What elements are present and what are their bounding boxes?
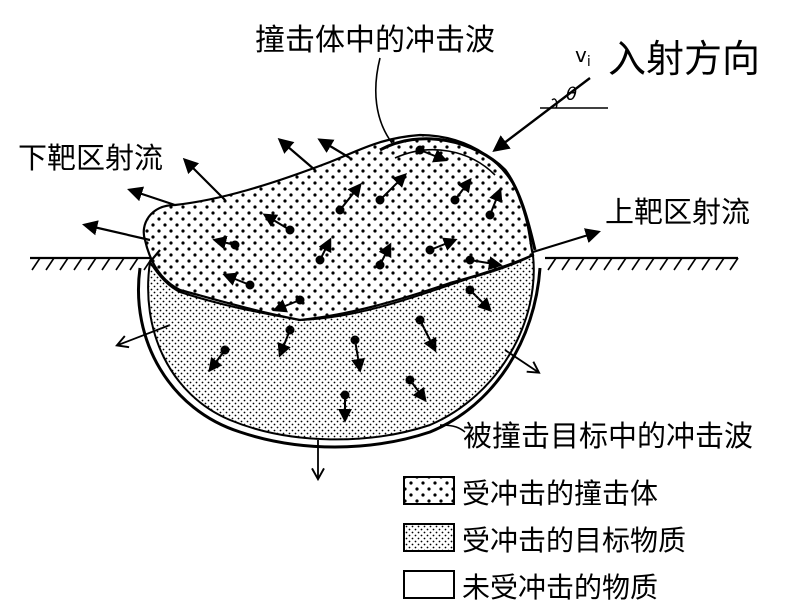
target-shock-front <box>137 267 542 449</box>
particle-arrow <box>429 237 458 251</box>
velocity-label: vi <box>575 43 591 70</box>
particle-arrow <box>222 272 251 286</box>
ground-hatch <box>659 257 669 271</box>
legend-label-target: 受冲击的目标物质 <box>462 524 686 557</box>
target-outflow-arrows <box>115 324 541 482</box>
ground-hatch <box>645 257 655 271</box>
projectile-shock-front <box>379 137 537 251</box>
ground-hatch <box>45 257 55 271</box>
ground-hatch <box>575 257 585 271</box>
particle-arrow <box>277 329 291 358</box>
ground-hatch <box>701 257 711 271</box>
particle-arrow <box>454 177 472 201</box>
particle-arrow <box>378 242 392 266</box>
angle-label: θ <box>566 84 577 105</box>
ground-hatch <box>673 257 683 271</box>
particle-arrow <box>272 299 301 313</box>
ground-hatch <box>603 257 613 271</box>
legend-swatch-target <box>403 523 455 552</box>
jet-arrows <box>81 137 601 263</box>
particle-arrow <box>419 319 437 353</box>
particle-arrow <box>318 237 332 261</box>
legend-swatch-unshocked <box>403 570 455 599</box>
ground-hatch <box>729 257 739 271</box>
ground-hatch <box>31 257 41 271</box>
particle-arrow <box>419 149 448 163</box>
particle-velocity-arrows <box>208 145 503 423</box>
ground-hatch <box>617 257 627 271</box>
ground-surface <box>30 256 739 271</box>
legend-label-unshocked: 未受冲击的物质 <box>462 571 658 604</box>
ground-hatch <box>631 257 641 271</box>
ground-hatch <box>115 257 125 271</box>
ground-hatch <box>589 257 599 271</box>
uprange-jet-label: 上靶区射流 <box>605 195 750 229</box>
particle-arrow <box>339 182 362 211</box>
legend-label-projectile: 受冲击的撞击体 <box>462 477 658 510</box>
particle-arrow <box>262 213 291 231</box>
ground-hatch <box>59 257 69 271</box>
incidence-arrow <box>492 77 608 153</box>
particle-arrow <box>208 349 226 373</box>
ground-hatch <box>101 257 111 271</box>
particle-arrow <box>409 379 427 403</box>
particle-arrow <box>212 235 236 250</box>
projectile-shock-label: 撞击体中的冲击波 <box>255 23 495 58</box>
particle-arrow <box>469 256 503 271</box>
particle-arrow <box>469 289 492 312</box>
particle-arrow <box>379 173 407 201</box>
legend: 受冲击的撞击体 受冲击的目标物质 未受冲击的物质 <box>403 476 686 604</box>
particle-arrow <box>489 187 503 216</box>
ground-hatch <box>87 257 97 271</box>
target-shock-label: 被撞击目标中的冲击波 <box>463 419 753 453</box>
ground-hatch <box>73 257 83 271</box>
particle-arrow <box>351 339 366 373</box>
downrange-jet-label: 下靶区射流 <box>18 141 163 175</box>
legend-swatch-projectile <box>403 476 455 505</box>
shocked-projectile-region <box>142 133 535 322</box>
incidence-direction-label: 入射方向 <box>608 37 760 81</box>
ground-hatch <box>547 257 557 271</box>
ground-hatch <box>715 257 725 271</box>
ground-hatch <box>687 257 697 271</box>
ground-hatch <box>129 257 139 271</box>
ground-hatch <box>561 257 571 271</box>
